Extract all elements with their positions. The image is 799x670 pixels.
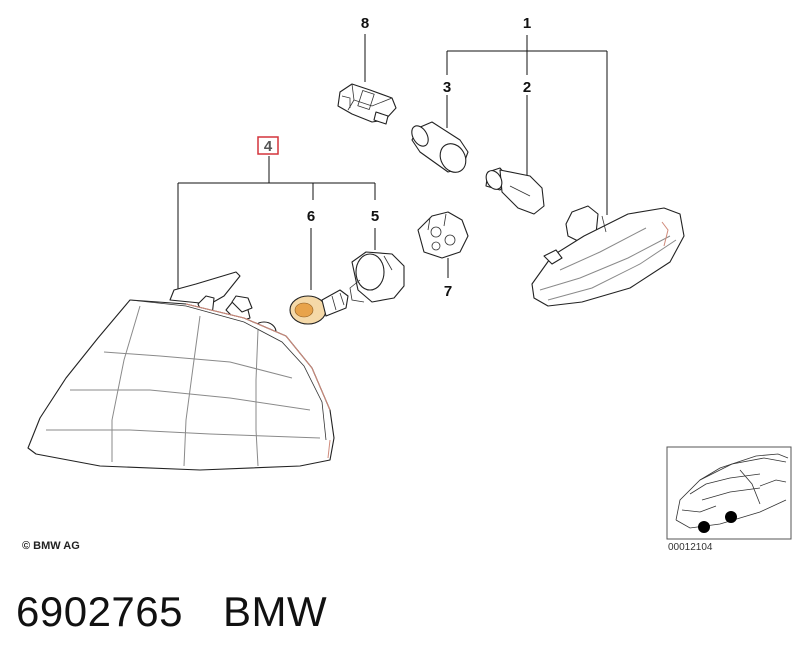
thumbnail-frame <box>666 446 792 540</box>
part-2-wedge-bulb <box>485 167 545 215</box>
callout-8[interactable]: 8 <box>361 15 369 32</box>
callout-4-highlight-box <box>257 136 279 155</box>
part-1-side-repeater <box>531 205 685 307</box>
brand-name: BMW <box>223 588 328 635</box>
callout-3[interactable]: 3 <box>443 79 451 96</box>
thumbnail-code: 00012104 <box>668 542 713 553</box>
part-6-indicator-bulb <box>289 289 349 325</box>
part-number: 6902765 <box>16 588 184 635</box>
location-marker-left <box>698 521 710 533</box>
callout-5[interactable]: 5 <box>371 208 379 225</box>
leader-lines <box>177 34 608 290</box>
location-marker-right <box>725 511 737 523</box>
callout-1[interactable]: 1 <box>523 15 531 32</box>
part-4-turn-indicator-housing <box>27 271 335 471</box>
callout-7[interactable]: 7 <box>444 283 452 300</box>
copyright-notice: © BMW AG <box>22 540 80 552</box>
part-7-bulb-holder <box>417 211 469 259</box>
footer-caption: 6902765 BMW <box>16 588 327 636</box>
part-5-bulb-socket <box>349 251 405 303</box>
part-3-bulb-socket <box>411 121 469 173</box>
part-8-socket-connector <box>337 83 397 125</box>
vehicle-location-thumbnail <box>666 446 792 540</box>
callout-2[interactable]: 2 <box>523 79 531 96</box>
callout-4[interactable]: 4 <box>264 138 273 155</box>
callout-labels: 1 2 3 4 5 6 7 8 <box>257 15 531 300</box>
callout-6[interactable]: 6 <box>307 208 315 225</box>
